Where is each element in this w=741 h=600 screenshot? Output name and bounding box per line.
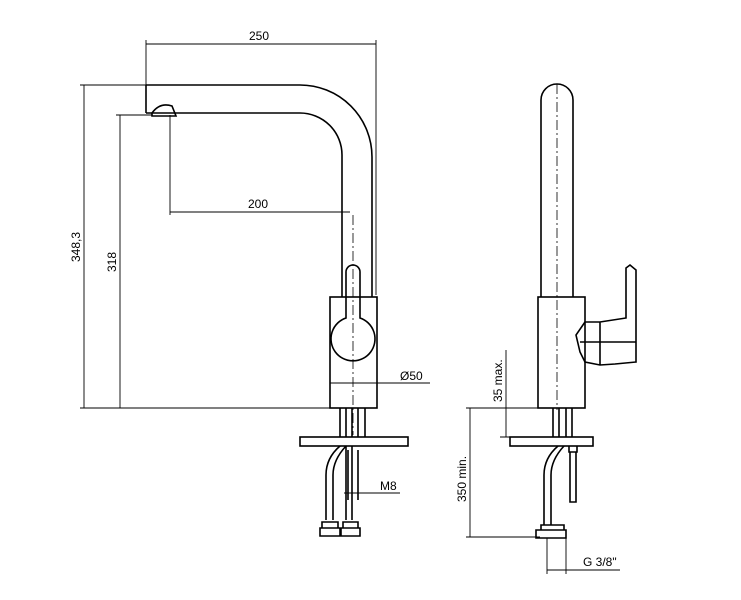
dim-aerator-to-center: 200 xyxy=(248,197,268,211)
dim-body-diameter: Ø50 xyxy=(400,369,423,383)
handle-front xyxy=(330,264,376,362)
mixer-body xyxy=(329,296,378,409)
dim-outlet-height: 318 xyxy=(105,252,119,272)
aerator xyxy=(151,104,178,117)
dim-total-height: 348,3 xyxy=(69,232,83,262)
front-view: 250 200 348,3 318 Ø50 M8 xyxy=(69,29,430,537)
dim-hose-connection: G 3/8" xyxy=(583,555,617,569)
dim-stud-thread: M8 xyxy=(380,479,397,493)
mounting-plate xyxy=(299,436,409,447)
dim-spout-reach: 250 xyxy=(249,29,269,43)
side-view: 35 max. 350 min. G 3/8" xyxy=(455,83,637,574)
mounting-plate-side xyxy=(509,436,594,447)
hoses xyxy=(325,445,359,520)
dim-hose-clearance: 350 min. xyxy=(455,456,469,502)
mixer-body-side xyxy=(537,296,586,409)
spout xyxy=(145,84,373,297)
handle-side xyxy=(575,263,637,366)
dim-deck-thickness: 35 max. xyxy=(491,359,505,402)
